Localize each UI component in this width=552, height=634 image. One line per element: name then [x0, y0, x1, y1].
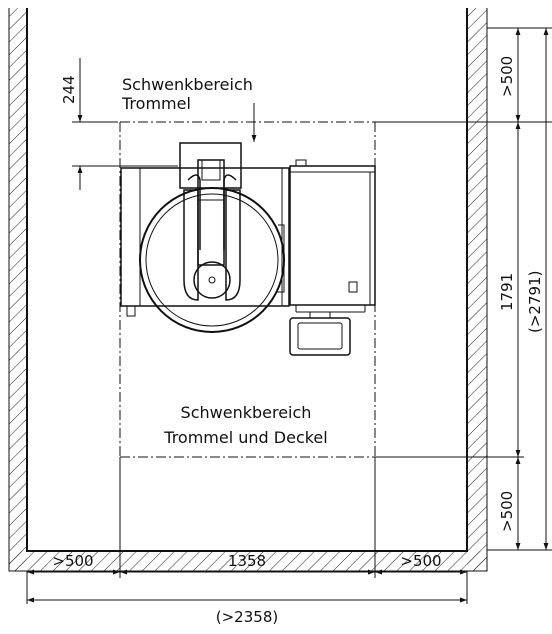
control-cabinet: [289, 165, 376, 306]
dim-total-width-text: (>2358): [216, 608, 278, 626]
dim-right-clearance-text: >500: [400, 552, 441, 570]
area-labels: Schwenkbereich Trommel Schwenkbereich Tr…: [121, 75, 328, 447]
dim-total-depth-text: (>2791): [526, 271, 544, 333]
dim-left-clearance-text: >500: [52, 552, 93, 570]
drum: [139, 187, 285, 333]
bottom-dimension-extensions: [26, 457, 468, 604]
machine-foot-right: [348, 281, 358, 293]
machine-drawing: [120, 142, 376, 356]
swing-arm-right: [225, 189, 241, 301]
dim-1358: 1358: [120, 552, 375, 575]
dim-1791-text: 1791: [498, 273, 516, 311]
drum-swing-label-line2: Trommel: [121, 94, 191, 113]
floor-wall: [9, 551, 487, 571]
drum-bracket: [179, 142, 242, 189]
dim-1791: 1791: [498, 122, 521, 457]
dim-bottom-clearance-text: >500: [498, 491, 516, 532]
dim-bottom-clearance: >500: [498, 457, 521, 550]
dim-1358-text: 1358: [228, 552, 266, 570]
drum-lid-swing-label-line2: Trommel und Deckel: [163, 428, 327, 447]
dim-total-depth: (>2791): [526, 28, 549, 550]
wall-inner-outline: [26, 8, 468, 552]
dim-left-clearance: >500: [27, 552, 120, 575]
machine-frame: [120, 167, 290, 307]
drum-swing-label-line1: Schwenkbereich: [122, 75, 253, 94]
swing-arm-left: [183, 189, 199, 301]
dim-right-clearance: >500: [375, 552, 467, 575]
dim-top-clearance-text: >500: [498, 56, 516, 97]
room-walls: [8, 8, 488, 572]
control-panel: [289, 317, 351, 356]
machine-foot-left: [126, 305, 136, 317]
control-panel-screen: [297, 322, 343, 350]
dim-244: 244: [60, 58, 178, 190]
dim-244-text: 244: [60, 75, 78, 104]
drum-lid-swing-label-line1: Schwenkbereich: [181, 403, 312, 422]
dim-top-clearance: >500: [498, 28, 521, 122]
left-wall: [9, 8, 27, 571]
drum-axle: [193, 261, 231, 299]
right-wall: [467, 8, 487, 571]
dim-total-width: (>2358): [27, 597, 467, 626]
